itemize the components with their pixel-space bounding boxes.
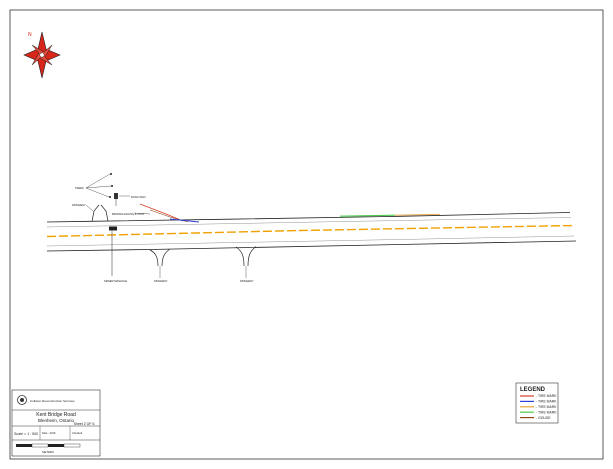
road-north-edge: [46, 212, 571, 223]
project-road: Kent Bridge Road: [36, 412, 76, 418]
tree-icon: [111, 185, 113, 187]
tree-icon: [110, 173, 112, 175]
road-south-edge: [46, 240, 577, 252]
tire-mark-red: [139, 203, 184, 222]
road-south-shoulder: [46, 235, 575, 247]
legend-label: - GOUGE: [536, 416, 551, 420]
sheet-number: Sheet 2 OF 6: [74, 422, 95, 426]
label-driveway-north: DRIVEWAY: [72, 203, 86, 207]
tree-icon: [109, 196, 111, 198]
tire-mark-orange: [394, 213, 441, 216]
driveway-south-1: [149, 248, 171, 267]
road: [46, 212, 577, 252]
driveway-north: [91, 204, 109, 222]
sewer-manhole-icon: [109, 226, 117, 231]
legend: LEGEND - TIRE MARK- TIRE MARK- TIRE MARK…: [515, 382, 559, 424]
road-north-shoulder: [46, 217, 572, 228]
legend-items: - TIRE MARK- TIRE MARK- TIRE MARK- TIRE …: [520, 394, 557, 420]
tire-marks: [139, 203, 441, 223]
legend-label: - TIRE MARK: [536, 405, 557, 409]
sheet-border: [9, 9, 604, 460]
roadside-objects: [109, 173, 118, 276]
label-broken-railing: BROKEN RAILING & POST: [112, 212, 145, 216]
north-arrow-icon: N: [23, 31, 61, 79]
legend-label: - TIRE MARK: [536, 400, 557, 404]
label-trees: TREES: [75, 186, 84, 190]
scale-bar-label: METERS: [42, 450, 54, 454]
legend-label: - TIRE MARK: [536, 410, 557, 414]
road-sign-icon: [114, 193, 118, 199]
driveway-south-2: [235, 246, 257, 267]
legend-label: - TIRE MARK: [536, 394, 557, 398]
scale-text: Scale = 1 : 500: [14, 432, 38, 436]
tire-mark-blue: [169, 218, 200, 223]
date-text: Date : 2016: [42, 431, 56, 435]
north-label: N: [28, 32, 32, 38]
tire-mark-green: [339, 214, 396, 217]
legend-title: LEGEND: [520, 387, 546, 393]
leader-lines: [85, 173, 247, 278]
label-driveway-south-2: DRIVEWAY: [240, 279, 254, 283]
scale-bar: [16, 443, 81, 448]
firm-name: Collision Reconstruction Services: [30, 399, 75, 403]
road-centerline: [46, 224, 575, 238]
firm-logo-icon: [17, 395, 27, 405]
label-driveway-south-1: DRIVEWAY: [154, 279, 168, 283]
label-road-sign: ROAD SIGN: [131, 195, 146, 199]
title-block: Collision Reconstruction Services Kent B…: [11, 389, 101, 457]
checked-text: Checked: [72, 431, 83, 435]
project-location: Blenheim, Ontario: [38, 418, 75, 423]
label-sewer-manhole: SEWER MANHOLE: [104, 279, 127, 283]
